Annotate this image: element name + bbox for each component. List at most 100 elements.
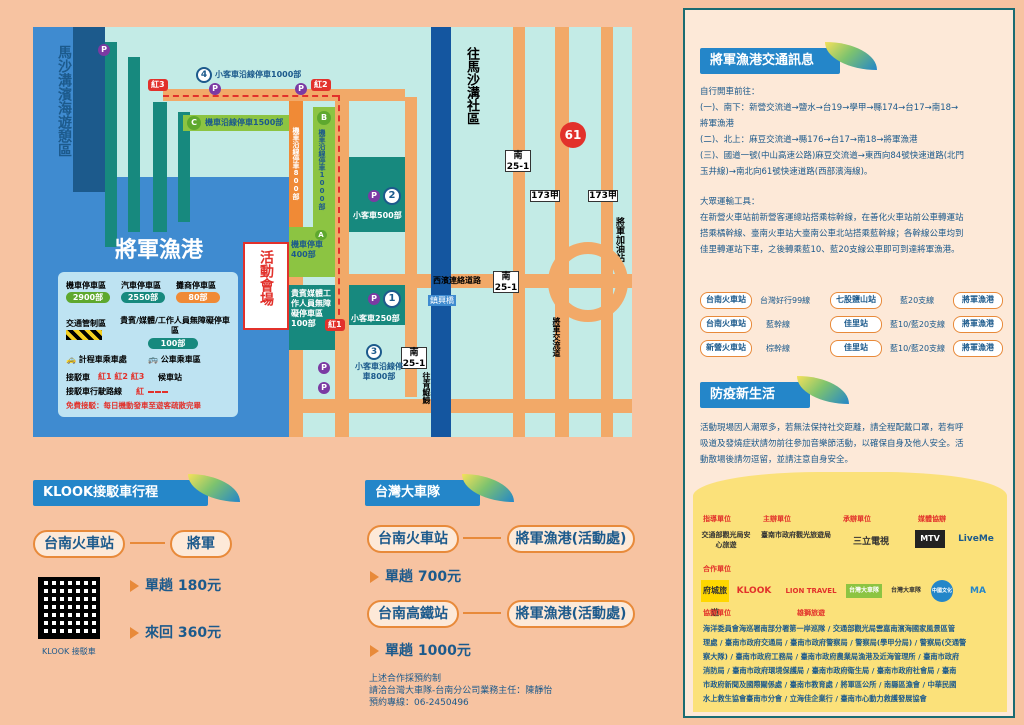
bridge-label: 鎮興橋	[428, 295, 456, 306]
legend-vip: 貴賓/媒體/工作人員無障礙停車區	[120, 316, 230, 335]
taxi-route2-from[interactable]: 台南高鐵站	[367, 600, 459, 628]
parking-icon: P	[209, 83, 221, 95]
taxi-route1-from[interactable]: 台南火車站	[367, 525, 459, 553]
parking-3-badge: 3	[366, 344, 382, 360]
legend-shuttle-tags: 紅1 紅2 紅3	[98, 372, 145, 381]
parking-icon: P	[318, 362, 330, 374]
legend-control: 交通管制區	[66, 319, 106, 328]
parking-4-label: 小客車沿線停車1000部	[215, 70, 302, 79]
traffic-info-title: 將軍漁港交通訊息	[700, 48, 840, 74]
legend-motor: 機車停車區	[66, 281, 106, 290]
zone-b	[313, 107, 335, 227]
legend-vip-count: 100部	[148, 338, 198, 349]
to-mashagou-label: 往馬沙溝社區	[464, 47, 479, 125]
organizer-logo: 三立電視	[852, 537, 889, 547]
qr-label: KLOOK 接駁車	[42, 647, 96, 656]
guide-logo: 交通部觀光局安心旅遊	[701, 531, 751, 549]
vip-parking-label: 貴賓媒體工作人員無障礙停車區100部	[291, 289, 331, 328]
arrow-right-icon	[463, 537, 501, 539]
sponsors-area: 指導單位 主辦單位 承辦單位 媒體協辦 交通部觀光局安心旅遊 臺南市政府觀光旅遊…	[693, 472, 1007, 712]
cooperation-label: 合作單位	[703, 565, 731, 573]
legend-bus: 🚌 公車乘車區	[148, 355, 201, 364]
road-box-2: 173甲	[530, 190, 560, 202]
zone-vip	[289, 285, 335, 350]
sea-strip	[33, 27, 73, 207]
control-stripe-icon	[66, 330, 102, 340]
shuttle-stop-red2: 紅2	[311, 79, 331, 91]
bus-route-row: 台南火車站 藍幹線 佳里站 藍10/藍20支線 將軍漁港	[700, 316, 1005, 340]
triangle-icon	[370, 645, 379, 657]
parking-1-badge: 1	[383, 290, 401, 308]
jiangjun-ramp-label: 將軍加油站	[614, 217, 624, 262]
arrow-right-icon	[463, 612, 501, 614]
qr-code[interactable]	[38, 577, 100, 639]
parking-2-badge: 2	[383, 187, 401, 205]
shuttle-stop-red3: 紅3	[148, 79, 168, 91]
west-coast-road-label: 西濱連絡道路	[433, 276, 481, 285]
klook-title: KLOOK接駁車行程	[33, 480, 208, 506]
assist-list: 海洋委員會海巡署南部分署第一岸巡隊 / 交通部觀光局雲嘉南濱海國家風景區管 理處…	[703, 624, 967, 703]
motor-south-label: 機車沿線停車800部	[292, 127, 300, 200]
shuttle-route-v	[338, 95, 340, 325]
legend-taxi: 🚕 計程車乘車處	[66, 355, 127, 364]
guide-label: 指導單位	[703, 515, 731, 523]
klook-to-button[interactable]: 將軍	[170, 530, 232, 558]
zone-shop	[289, 101, 303, 227]
taxi-route2-to[interactable]: 將軍漁港(活動處)	[507, 600, 635, 628]
cooperation-logos: 府城旅遊 KLOOK LION TRAVEL 雄獅旅遊 台灣大車隊 台灣大車隊 …	[701, 580, 1001, 617]
bus-route-row: 台南火車站 台灣好行99線 七股鹽山站 藍20支線 將軍漁港	[700, 292, 1005, 316]
organizer-label: 承辦單位	[843, 515, 871, 523]
klook-from-button[interactable]: 台南火車站	[33, 530, 125, 558]
triangle-icon	[130, 627, 139, 639]
bus-route-table: 台南火車站 台灣好行99線 七股鹽山站 藍20支線 將軍漁港 台南火車站 藍幹線…	[700, 292, 1005, 364]
map-legend: 機車停車區 2900部 汽車停車區 2550部 攤商停車區 80部 交通管制區 …	[58, 272, 238, 417]
zone-c-badge: C	[187, 116, 201, 130]
taxi-route1-price: 單趟 700元	[370, 566, 461, 586]
jiangjun-interchange-label: 將軍交流道	[552, 317, 561, 357]
legend-shuttle: 接駁車	[66, 373, 90, 382]
road-box-4: 南 25-1	[493, 271, 519, 293]
assist-label: 協辦單位	[703, 609, 731, 617]
epidemic-text: 活動現場因人潮眾多，若無法保持社交距離，請全程配戴口罩，若有呼 吸道及發燒症狀請…	[700, 423, 964, 465]
triangle-icon	[370, 571, 379, 583]
parking-icon: P	[295, 83, 307, 95]
route-61-shield: 61	[560, 122, 586, 148]
shuttle-stop-red1: 紅1	[325, 319, 345, 331]
zone-a	[289, 227, 335, 277]
taiwan-taxi-title: 台灣大車隊	[365, 480, 480, 506]
taxi-route1-to[interactable]: 將軍漁港(活動處)	[507, 525, 635, 553]
zone-b-label: 機車沿線停車1000部	[318, 129, 326, 210]
parking-4-badge: 4	[196, 67, 212, 83]
interchange	[548, 242, 628, 322]
event-map: 馬沙溝濱海遊憩區 將軍漁港 活動會場 往馬沙溝社區 61 南 25-1 173甲…	[33, 27, 632, 437]
klook-round-price: 來回 360元	[130, 622, 221, 642]
info-panel: 將軍漁港交通訊息 自行開車前往： (一)、南下：新營交流道→鹽水→台19→學甲→…	[683, 8, 1015, 718]
parking-1-label: 小客車250部	[351, 314, 400, 323]
legend-free-shuttle: 免費接駁：每日機動發車至遊客疏散完畢	[66, 401, 201, 410]
taxi-notes: 上述合作採預約制 請洽台灣大車隊-台南分公司業務主任：陳靜怡 預約專線：06-2…	[369, 674, 553, 708]
legend-route-code: 紅	[136, 387, 144, 396]
mtv-logo: MTV	[915, 530, 945, 548]
parking-3-label: 小客車沿線停車800部	[355, 362, 403, 381]
host-label: 主辦單位	[763, 515, 791, 523]
taxi-route2-price: 單趟 1000元	[370, 640, 471, 660]
legend-car: 汽車停車區	[121, 281, 161, 290]
shuttle-route-h	[163, 95, 338, 97]
legend-car-count: 2550部	[121, 292, 165, 303]
legend-motor-count: 2900部	[66, 292, 110, 303]
event-venue: 活動會場	[243, 242, 289, 330]
to-qingkun-label: 往青鯤鯓	[422, 372, 431, 404]
epidemic-title: 防疫新生活	[700, 382, 810, 408]
media-label: 媒體協辦	[918, 515, 946, 523]
zone-b-badge: B	[317, 111, 331, 125]
legend-shuttle-stop: 候車站	[158, 373, 182, 382]
legend-shop: 攤商停車區	[176, 281, 216, 290]
road-box-1: 南 25-1	[505, 150, 531, 172]
parking-icon: P	[318, 382, 330, 394]
highway-61	[431, 27, 451, 437]
klook-single-price: 單趟 180元	[130, 575, 221, 595]
drive-directions: 自行開車前往： (一)、南下：新營交流道→鹽水→台19→學甲→縣174→台17→…	[700, 87, 965, 255]
zone-c-label: 機車沿線停車1500部	[205, 118, 284, 127]
liveme-logo: LiveMe	[958, 534, 994, 544]
zone-a-badge: A	[315, 230, 327, 240]
